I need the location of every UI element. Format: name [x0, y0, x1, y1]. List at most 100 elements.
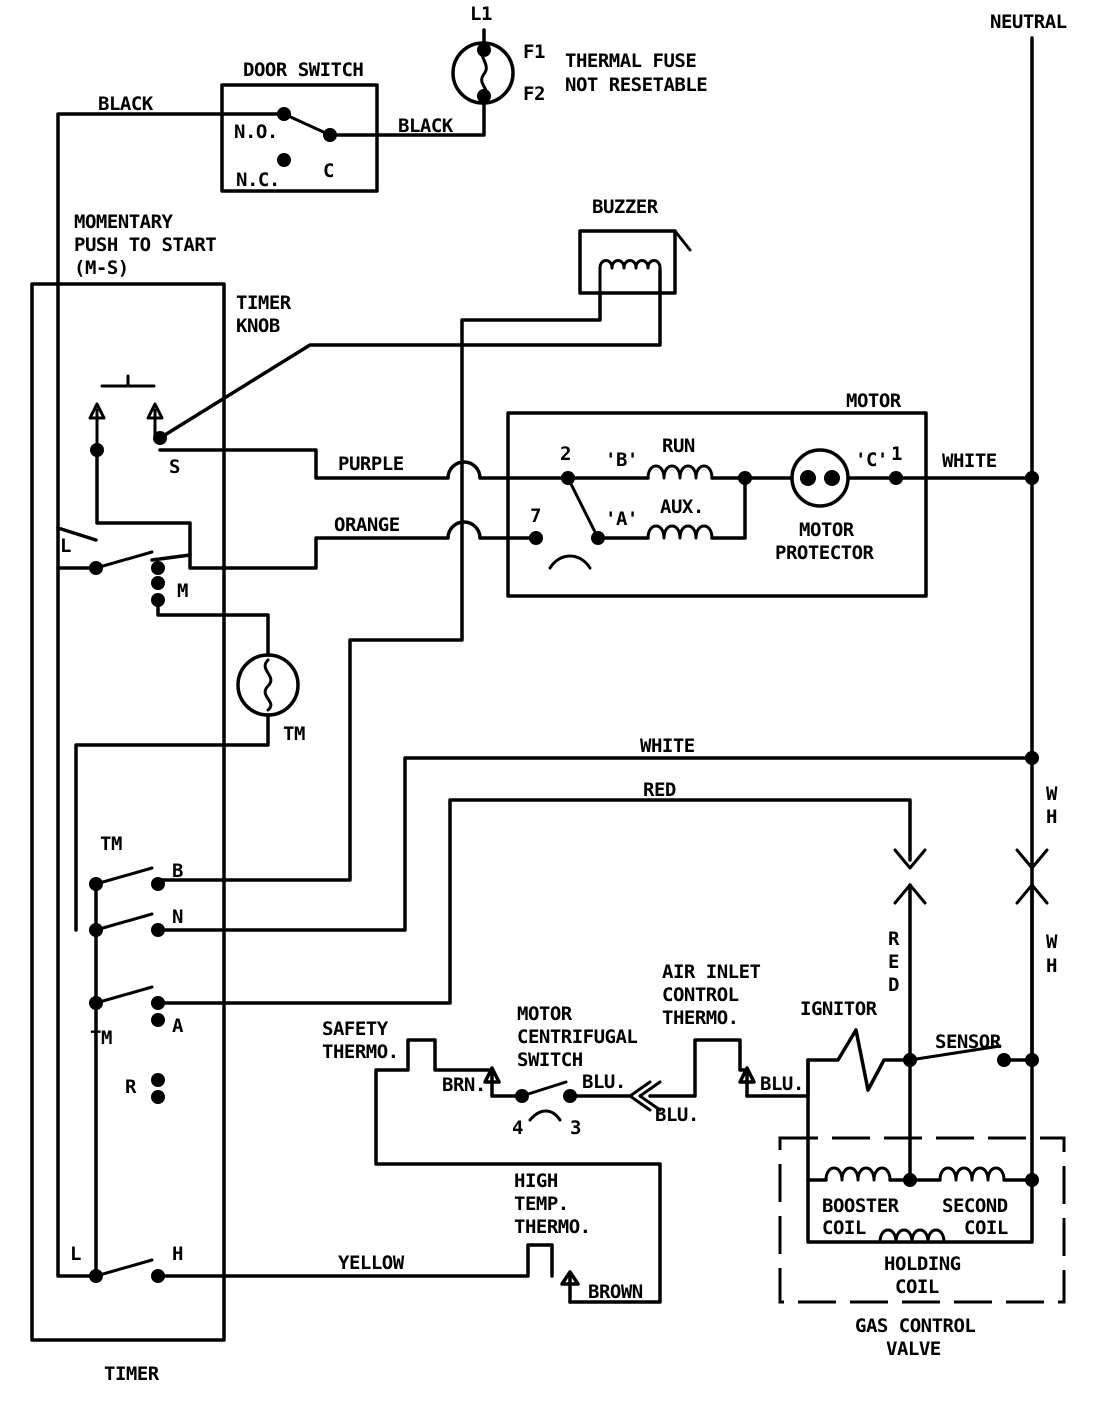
- gas-control-valve: IGNITOR SENSOR BOOSTER COIL SECOND COIL …: [778, 998, 1066, 1360]
- motor: MOTOR 2 'B' RUN 'C' 1 WHITE 7 'A' AUX. M…: [506, 390, 1034, 598]
- buzzer-label: BUZZER: [592, 196, 659, 218]
- blu-label-1: BLU.: [582, 1071, 626, 1093]
- timer-cam-contacts: TM B N TM A R: [89, 833, 185, 1278]
- door-switch: DOOR SWITCH N.O. N.C. C BLACK: [220, 59, 454, 193]
- black-right-label: BLACK: [398, 115, 454, 137]
- motor-protector-label-2: PROTECTOR: [775, 542, 875, 564]
- b-quote-label: 'B': [605, 449, 638, 471]
- f2-label: F2: [523, 83, 545, 105]
- booster-label-2: COIL: [822, 1217, 866, 1239]
- not-resetable-label: NOT RESETABLE: [565, 74, 707, 96]
- c-label: C: [323, 160, 334, 182]
- term-3-label: 3: [570, 1117, 581, 1139]
- black-left-label: BLACK: [98, 93, 154, 115]
- term-2-label: 2: [560, 443, 571, 465]
- red-top-label: RED: [643, 779, 676, 801]
- h-label: H: [172, 1243, 183, 1265]
- holding-label-2: COIL: [895, 1276, 939, 1298]
- thermal-fuse-label: THERMAL FUSE: [565, 50, 696, 72]
- timer-motor: TM: [74, 598, 305, 932]
- b-label: B: [172, 860, 183, 882]
- timer-knob-label-1: TIMER: [236, 292, 292, 314]
- neutral-line: NEUTRAL: [990, 11, 1067, 1062]
- l-m-contact: L M: [56, 535, 189, 607]
- orange-wire: ORANGE: [188, 514, 538, 570]
- safety-label-2: THERMO.: [322, 1041, 399, 1063]
- black-wire: BLACK: [56, 93, 286, 542]
- door-switch-label: DOOR SWITCH: [243, 59, 363, 81]
- red-vertical-label-2: E: [888, 951, 899, 973]
- wh-top-label-1: W: [1046, 783, 1058, 805]
- l-bottom-label: L: [70, 1243, 81, 1265]
- motor-protector-label-1: MOTOR: [799, 519, 855, 541]
- second-label-1: SECOND: [942, 1195, 1008, 1217]
- wh-bottom-label-2: H: [1046, 955, 1057, 977]
- gas-valve-label-2: VALVE: [886, 1338, 941, 1360]
- f1-label: F1: [523, 41, 545, 63]
- nc-label: N.C.: [236, 169, 280, 191]
- no-label: N.O.: [234, 121, 278, 143]
- centrifugal-label-3: SWITCH: [517, 1049, 583, 1071]
- momentary-label-2: PUSH TO START: [74, 234, 216, 256]
- a-label: A: [172, 1015, 184, 1037]
- aux-label: AUX.: [660, 496, 704, 518]
- centrifugal-label-2: CENTRIFUGAL: [517, 1026, 637, 1048]
- neutral-label: NEUTRAL: [990, 11, 1067, 33]
- safety-label-1: SAFETY: [322, 1018, 389, 1040]
- motor-label: MOTOR: [846, 390, 902, 412]
- tm-b-label: TM: [100, 833, 122, 855]
- centrifugal-label-1: MOTOR: [517, 1003, 573, 1025]
- c-quote-label: 'C': [855, 449, 888, 471]
- momentary-start-switch: S: [88, 374, 192, 562]
- term-4-label: 4: [512, 1117, 523, 1139]
- timer-knob-wire: [158, 268, 662, 440]
- n-label: N: [172, 906, 183, 928]
- motor-centrifugal-switch: MOTOR CENTRIFUGAL SWITCH BRN. BLU. BLU. …: [442, 1003, 810, 1139]
- high-temp-thermo: HIGH TEMP. THERMO. BROWN: [374, 1038, 662, 1304]
- momentary-label-1: MOMENTARY: [74, 211, 174, 233]
- l-h-contact: L H: [56, 526, 184, 1283]
- l1-label: L1: [470, 3, 492, 25]
- white-wire: WHITE W H: [156, 735, 1059, 932]
- s-label: S: [169, 456, 180, 478]
- air-inlet-label-3: THERMO.: [662, 1007, 739, 1029]
- orange-label: ORANGE: [334, 514, 400, 536]
- brown-label: BROWN: [588, 1281, 643, 1303]
- m-label: M: [177, 580, 188, 602]
- r-label: R: [125, 1076, 137, 1098]
- high-temp-label-1: HIGH: [514, 1170, 558, 1192]
- run-label: RUN: [662, 435, 695, 457]
- momentary-label-3: (M-S): [74, 257, 129, 279]
- air-inlet-label-1: AIR INLET: [662, 961, 761, 983]
- wh-top-label-2: H: [1046, 806, 1057, 828]
- air-inlet-label-2: CONTROL: [662, 984, 739, 1006]
- high-temp-label-2: TEMP.: [514, 1193, 569, 1215]
- holding-label-1: HOLDING: [884, 1253, 961, 1275]
- term-1-label: 1: [891, 443, 902, 465]
- brn-label: BRN.: [442, 1074, 486, 1096]
- neutral-connector: W H: [1015, 848, 1059, 1182]
- tm-a-label: TM: [90, 1027, 112, 1049]
- timer-knob-label-2: KNOB: [236, 315, 280, 337]
- timer-label: TIMER: [104, 1363, 160, 1385]
- buzzer: BUZZER: [156, 196, 692, 882]
- blu-label-3: BLU.: [760, 1073, 804, 1095]
- tm-motor-label: TM: [283, 723, 305, 745]
- white-motor-label: WHITE: [942, 450, 997, 472]
- l-top-label: L: [60, 535, 71, 557]
- white-mid-label: WHITE: [640, 735, 695, 757]
- red-wire: RED R E D: [156, 779, 927, 1182]
- high-temp-label-3: THERMO.: [514, 1216, 591, 1238]
- gas-valve-label-1: GAS CONTROL: [855, 1315, 975, 1337]
- wh-bottom-label-1: W: [1046, 931, 1058, 953]
- yellow-label: YELLOW: [338, 1252, 405, 1274]
- thermal-fuse: L1 F1 F2 THERMAL FUSE NOT RESETABLE: [336, 3, 708, 137]
- purple-label: PURPLE: [338, 453, 404, 475]
- red-vertical-label-3: D: [888, 974, 899, 996]
- red-vertical-label-1: R: [888, 928, 900, 950]
- term-7-label: 7: [530, 505, 541, 527]
- booster-label-1: BOOSTER: [822, 1195, 900, 1217]
- ignitor-label: IGNITOR: [800, 998, 878, 1020]
- yellow-wire: YELLOW: [156, 1243, 554, 1278]
